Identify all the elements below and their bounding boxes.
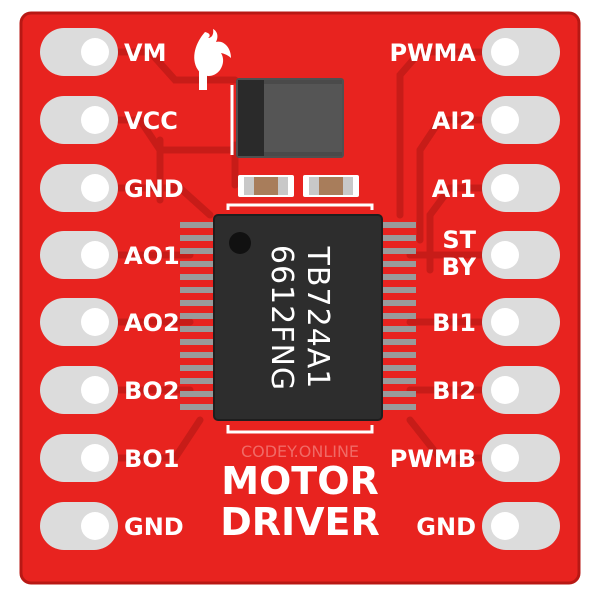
left-pin-label-4: AO1 [124, 242, 180, 270]
left-pin-label-5: AO2 [124, 309, 180, 337]
pcb-traces [96, 48, 504, 462]
watermark-text: CODEY.ONLINE [241, 442, 359, 461]
right-pads [482, 28, 560, 550]
smd-capacitor-1 [238, 175, 294, 197]
right-pin-label-4b: BY [442, 253, 477, 281]
left-pin-label-3: GND [124, 175, 184, 203]
left-pin-label-1: VM [124, 39, 166, 67]
chip-pins-left [180, 222, 216, 410]
left-pin-label-6: BO2 [124, 377, 179, 405]
right-pin-label-4a: ST [442, 226, 476, 254]
right-pin-label-7: PWMB [390, 445, 476, 473]
left-pad-1 [40, 28, 118, 76]
left-pad-3 [40, 164, 118, 212]
right-pin-label-2: AI2 [432, 107, 476, 135]
right-pad-1 [482, 28, 560, 76]
chip-pins-right [380, 222, 416, 410]
left-pin-label-7: BO1 [124, 445, 179, 473]
left-pad-4 [40, 231, 118, 279]
right-pad-8 [482, 502, 560, 550]
chip-label-line2: 6612FNG [264, 245, 299, 391]
left-pad-8 [40, 502, 118, 550]
right-pad-2 [482, 96, 560, 144]
board-title-line1: MOTOR [221, 459, 379, 503]
right-pad-6 [482, 366, 560, 414]
right-pin-label-1: PWMA [389, 39, 476, 67]
left-pin-label-8: GND [124, 513, 184, 541]
left-pad-6 [40, 366, 118, 414]
sparkfun-flame-logo-icon [194, 29, 231, 90]
right-pad-4 [482, 231, 560, 279]
right-pin-label-3: AI1 [432, 175, 476, 203]
left-pin-label-2: VCC [124, 107, 178, 135]
chip-body [213, 214, 383, 421]
right-pin-label-5: BI1 [432, 309, 476, 337]
left-pad-5 [40, 298, 118, 346]
right-pin-label-8: GND [416, 513, 476, 541]
smd-diode [230, 78, 344, 158]
chip-pin1-marker [229, 232, 251, 254]
smd-capacitor-2 [303, 175, 359, 197]
right-pad-7 [482, 434, 560, 482]
board-title-line2: DRIVER [220, 500, 380, 544]
right-pin-label-6: BI2 [432, 377, 476, 405]
right-pad-5 [482, 298, 560, 346]
left-pad-2 [40, 96, 118, 144]
left-pad-7 [40, 434, 118, 482]
left-pads [40, 28, 118, 550]
chip-label-line1: TB724A1 [300, 246, 335, 390]
chip-silkscreen-outline [226, 203, 374, 434]
right-pad-3 [482, 164, 560, 212]
